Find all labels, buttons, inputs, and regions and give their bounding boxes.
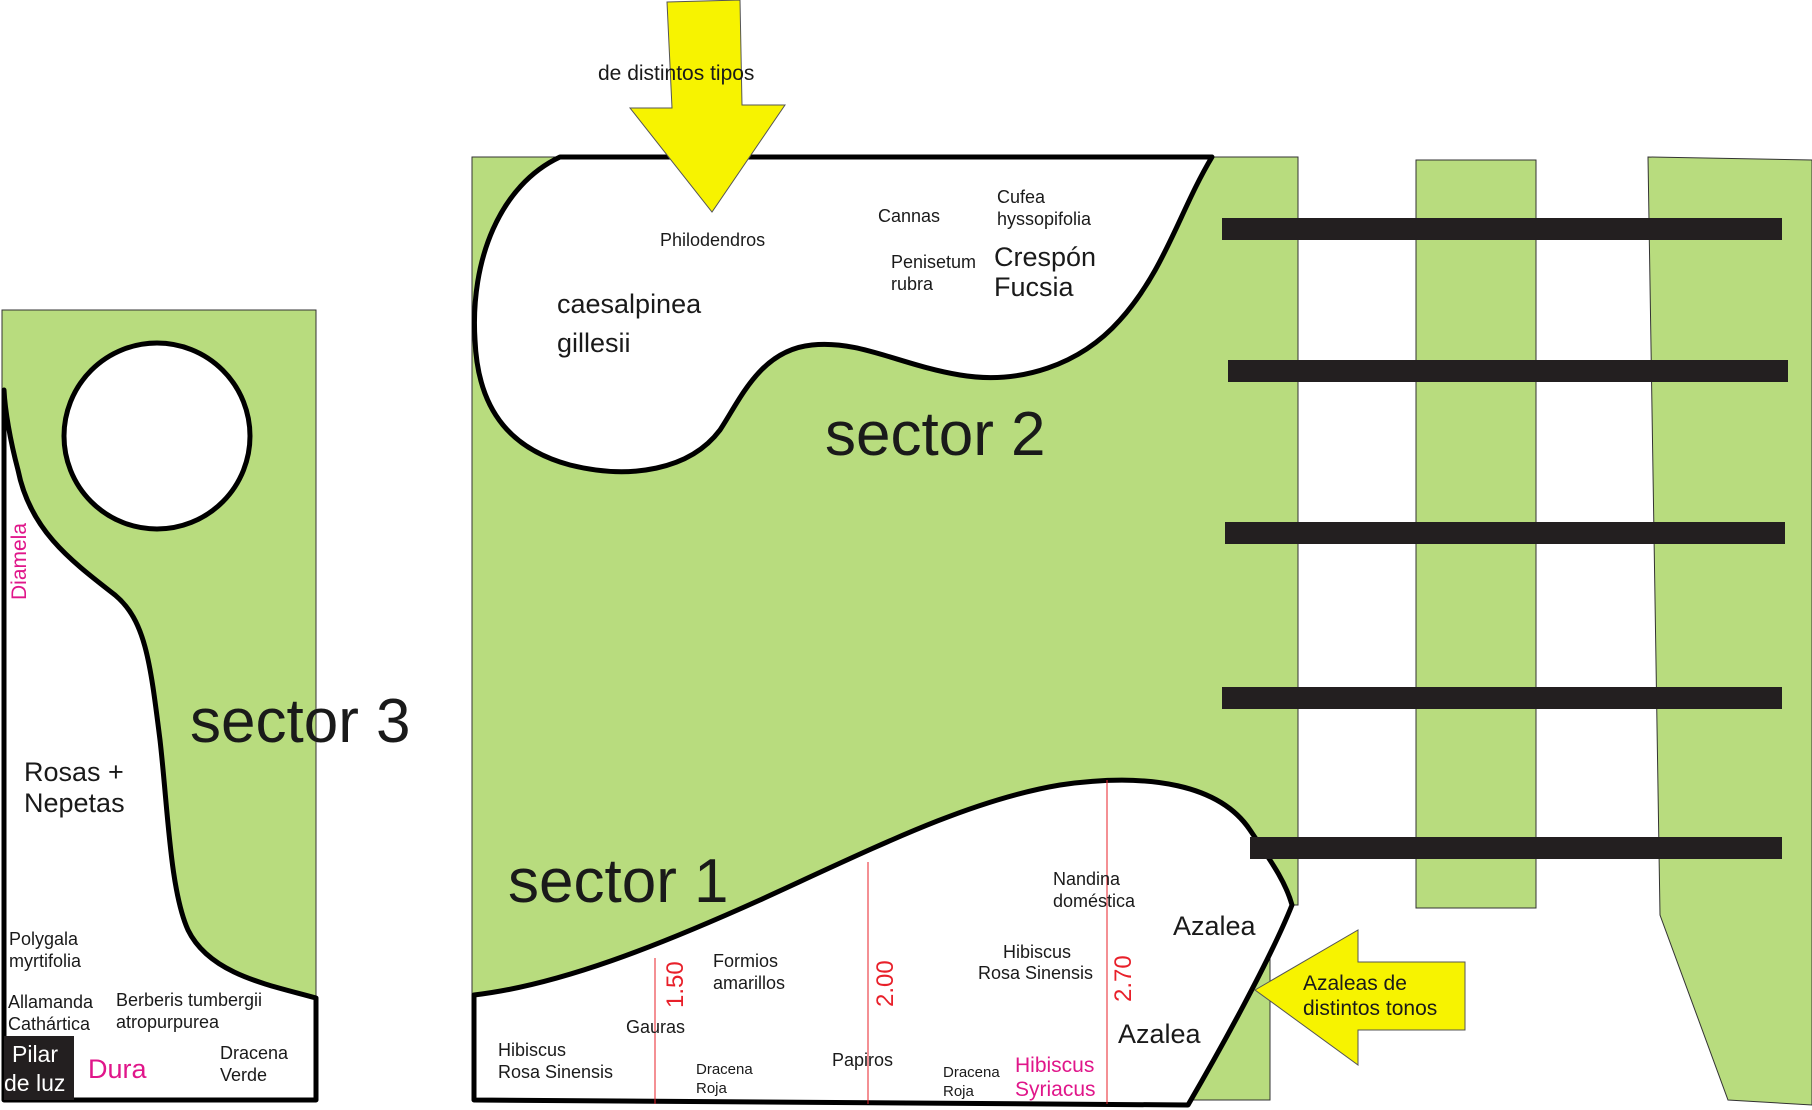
dimension-270: 2.70 xyxy=(1110,955,1137,1002)
right-arrow-label-2: distintos tonos xyxy=(1303,997,1437,1020)
plant-allamanda-1: Allamanda xyxy=(8,992,94,1012)
plant-cufea-2: hyssopifolia xyxy=(997,209,1092,229)
plant-berberis-1: Berberis tumbergii xyxy=(116,990,262,1010)
plant-philodendros: Philodendros xyxy=(660,230,765,250)
pergola-bar xyxy=(1250,837,1782,859)
plant-nandina-2: doméstica xyxy=(1053,891,1136,911)
plant-hibiscus-syriacus-1: Hibiscus xyxy=(1015,1054,1094,1077)
pilar-de-luz-block xyxy=(4,1036,74,1100)
plant-gauras: Gauras xyxy=(626,1017,685,1037)
sector1-label: sector 1 xyxy=(508,847,729,916)
plant-dracena-roja-1b: Roja xyxy=(696,1080,728,1097)
pergola-bar xyxy=(1225,522,1785,544)
pergola-bar xyxy=(1222,218,1782,240)
plant-caesalpinea-2: gillesii xyxy=(557,328,631,358)
plant-allamanda-2: Cathártica xyxy=(8,1014,91,1034)
plant-penisetum-1: Penisetum xyxy=(891,252,976,272)
plant-formios-2: amarillos xyxy=(713,973,785,993)
sector1-bed xyxy=(471,777,1295,1108)
plant-azalea-bottom: Azalea xyxy=(1118,1019,1202,1049)
plant-nandina-1: Nandina xyxy=(1053,869,1121,889)
plant-papiros: Papiros xyxy=(832,1050,893,1070)
plant-hibiscus-syriacus-2: Syriacus xyxy=(1015,1078,1096,1101)
pergola-bar xyxy=(1228,360,1788,382)
plant-formios-1: Formios xyxy=(713,951,778,971)
sector2-bed xyxy=(471,154,1215,475)
plant-penisetum-2: rubra xyxy=(891,274,934,294)
plant-cufea-1: Cufea xyxy=(997,187,1046,207)
pilar-label-1: Pilar xyxy=(12,1041,58,1067)
plant-dracena-roja-1a: Dracena xyxy=(696,1061,753,1078)
dimension-200: 2.00 xyxy=(872,960,899,1007)
plant-crespon-1: Crespón xyxy=(994,242,1096,272)
plant-rosas-2: Nepetas xyxy=(24,788,125,818)
plant-polygala-2: myrtifolia xyxy=(9,951,82,971)
sector3-bed xyxy=(1,387,319,1103)
plant-crespon-2: Fucsia xyxy=(994,272,1075,302)
plant-hibiscus-mid-2: Rosa Sinensis xyxy=(978,963,1093,983)
plant-rosas-1: Rosas + xyxy=(24,757,124,787)
plant-dracena-verde-2: Verde xyxy=(220,1065,267,1085)
plant-hibiscus-left-2: Rosa Sinensis xyxy=(498,1062,613,1082)
plant-diamela: Diamela xyxy=(8,523,31,600)
plant-polygala-1: Polygala xyxy=(9,929,79,949)
dimension-150: 1.50 xyxy=(662,961,689,1008)
lawn-strip-right xyxy=(1647,156,1812,1106)
sector3-label: sector 3 xyxy=(190,687,411,756)
plant-caesalpinea-1: caesalpinea xyxy=(557,289,702,319)
plant-azalea-top: Azalea xyxy=(1173,911,1257,941)
sector3-round-bed xyxy=(61,340,253,532)
plant-dura: Dura xyxy=(88,1054,148,1084)
plant-hibiscus-mid-1: Hibiscus xyxy=(1003,942,1071,962)
pergola-bar xyxy=(1222,687,1782,709)
top-arrow-label: de distintos tipos xyxy=(598,62,754,85)
plant-dracena-verde-1: Dracena xyxy=(220,1043,289,1063)
plant-berberis-2: atropurpurea xyxy=(116,1012,220,1032)
pilar-label-2: de luz xyxy=(4,1070,65,1096)
plant-hibiscus-left-1: Hibiscus xyxy=(498,1040,566,1060)
sector2-label: sector 2 xyxy=(825,400,1046,469)
right-arrow-label-1: Azaleas de xyxy=(1303,972,1407,995)
plant-dracena-roja-2b: Roja xyxy=(943,1083,975,1100)
plant-cannas: Cannas xyxy=(878,206,940,226)
arrow-down-icon xyxy=(628,0,786,213)
plant-dracena-roja-2a: Dracena xyxy=(943,1064,1000,1081)
arrow-left-icon xyxy=(1254,929,1466,1066)
